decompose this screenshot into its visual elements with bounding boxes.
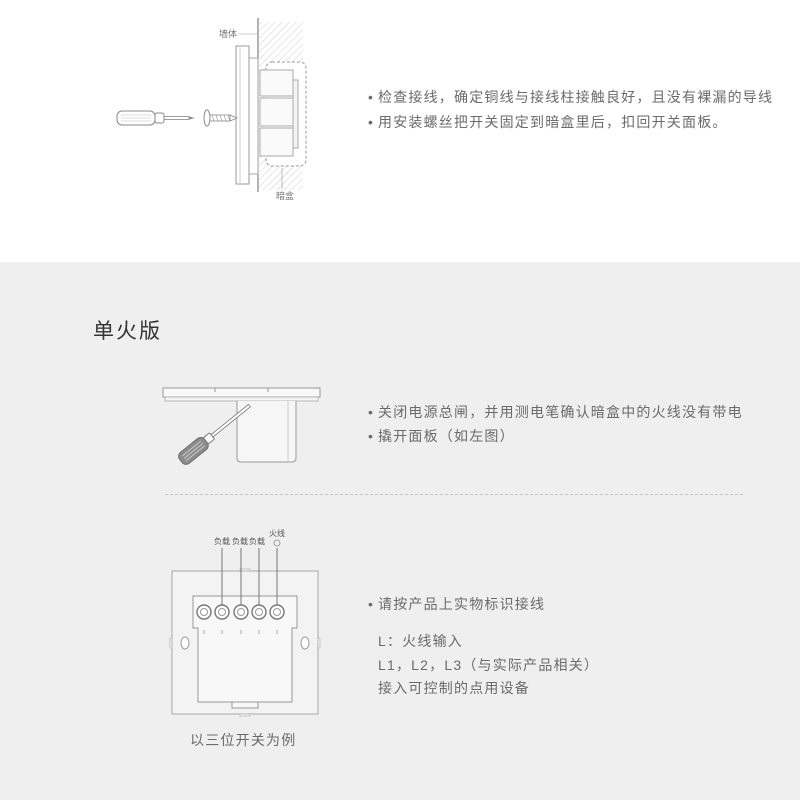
plate-notch (239, 713, 251, 717)
single-live-section (0, 262, 800, 800)
terminal-screw (200, 608, 208, 616)
screw-tip (229, 114, 239, 122)
terminal-screw (255, 608, 263, 616)
mount-hole (300, 636, 310, 650)
instruction-item: 请按产品上实物标识接线 (368, 592, 545, 616)
box-label: 暗盒 (276, 190, 294, 201)
screwdriver-collar (154, 112, 165, 124)
switch-mechanism (259, 69, 299, 157)
switch-body (236, 401, 297, 463)
dashed-divider (165, 494, 743, 495)
note-item: 接入可控制的点用设备 (378, 680, 530, 696)
terminal-labels: 负载 负载 负载 火线 (214, 528, 285, 547)
install-instructions: 检查接线，确定铜线与接线柱接触良好，且没有裸漏的导线 用安装螺丝把开关固定到暗盒… (368, 85, 773, 135)
note-item: L：火线输入 (378, 633, 463, 649)
mechanism-block (259, 127, 294, 157)
switch-back-plate (169, 568, 321, 717)
module-body (192, 595, 298, 703)
terminal (214, 604, 230, 620)
instruction-item: 撬开面板（如左图） (368, 424, 743, 448)
panel-frame (164, 396, 319, 402)
instruction-item: 用安装螺丝把开关固定到暗盒里后，扣回开关面板。 (368, 110, 773, 135)
panel-plate (235, 45, 250, 185)
section-title: 单火版 (93, 320, 162, 343)
note-item: L1，L2，L3（与实际产品相关） (378, 656, 600, 673)
wiring-notes: L：火线输入 L1，L2，L3（与实际产品相关） 接入可控制的点用设备 (368, 630, 599, 701)
load-label: 负载 (232, 536, 248, 546)
switch-panel (235, 45, 259, 185)
grip-line (183, 443, 204, 459)
box-callout: 暗盒 (276, 168, 294, 201)
mechanism-block (259, 97, 294, 127)
panel-plate (162, 387, 321, 398)
terminal (196, 604, 212, 620)
wall-callout: 墙体 (219, 28, 257, 39)
illustration-caption: 以三位开关为例 (190, 732, 297, 748)
panel-connector (248, 57, 259, 175)
grip-line (181, 440, 202, 457)
screw-icon (203, 109, 239, 127)
mechanism-rear (292, 79, 299, 149)
wiring-illustration: 负载 负载 负载 火线 (169, 528, 321, 717)
instruction-item: 检查接线，确定铜线与接线柱接触良好，且没有裸漏的导线 (368, 85, 773, 110)
terminal (251, 604, 267, 620)
open-panel-instructions: 关闭电源总闸，并用测电笔确认暗盒中的火线没有带电 撬开面板（如左图） (368, 400, 743, 448)
terminal-screw (218, 608, 226, 616)
terminal-screw (273, 608, 281, 616)
instruction-item: 关闭电源总闸，并用测电笔确认暗盒中的火线没有带电 (368, 400, 743, 424)
live-symbol-icon (273, 539, 281, 547)
open-panel-illustration (162, 387, 321, 465)
install-section: 墙体 暗盒 检查接线，确定铜线 (0, 0, 800, 262)
mount-hole (180, 636, 190, 650)
terminals (196, 604, 285, 634)
screwdriver-shaft (163, 116, 190, 120)
live-label: 火线 (269, 528, 285, 538)
load-label: 负载 (249, 536, 265, 546)
plate-notch (317, 637, 321, 649)
bottom-tab (231, 701, 259, 709)
screwdriver-icon (178, 403, 251, 465)
screw-head (203, 109, 211, 127)
screwdriver-shaft (210, 403, 251, 438)
grip-line (185, 445, 205, 462)
terminal (269, 604, 285, 620)
terminal (233, 604, 249, 620)
screw-thread (211, 114, 231, 122)
wall-label: 墙体 (219, 28, 237, 39)
plate-notch (239, 568, 251, 572)
install-illustration: 墙体 暗盒 (116, 18, 307, 201)
wires (221, 548, 278, 606)
screwdriver-tip (189, 116, 195, 120)
switch-side-view (162, 387, 321, 463)
mechanism-block (259, 69, 294, 97)
load-label: 负载 (214, 536, 230, 546)
terminal-screw (237, 608, 245, 616)
plate-notch (169, 637, 173, 649)
screwdriver-icon (116, 110, 195, 126)
terminal-marks (203, 630, 278, 634)
wiring-instructions: 请按产品上实物标识接线 (368, 592, 545, 616)
